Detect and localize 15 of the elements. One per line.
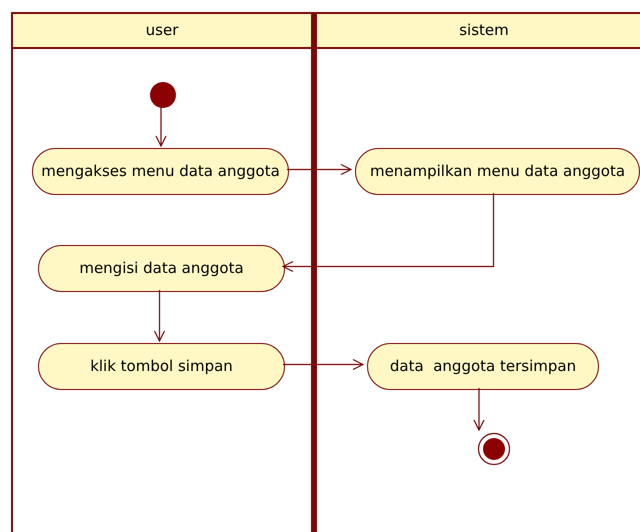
control-flow-arrow	[282, 193, 494, 272]
control-flow-arrow	[473, 388, 485, 431]
control-flow-arrow	[155, 106, 167, 147]
control-flow-arrow	[283, 358, 364, 370]
control-flow-arrow	[154, 290, 166, 342]
action-node: klik tombol simpan	[38, 343, 285, 390]
swimlane	[313, 12, 640, 532]
action-node: mengakses menu data anggota	[32, 148, 289, 195]
lane-header: user	[13, 14, 311, 49]
action-node: menampilkan menu data anggota	[355, 148, 640, 195]
lane-header: sistem	[317, 14, 640, 49]
control-flow-arrow	[287, 164, 352, 176]
swimlane	[11, 12, 313, 532]
action-node: mengisi data anggota	[38, 245, 285, 292]
action-node: data anggota tersimpan	[367, 343, 599, 390]
